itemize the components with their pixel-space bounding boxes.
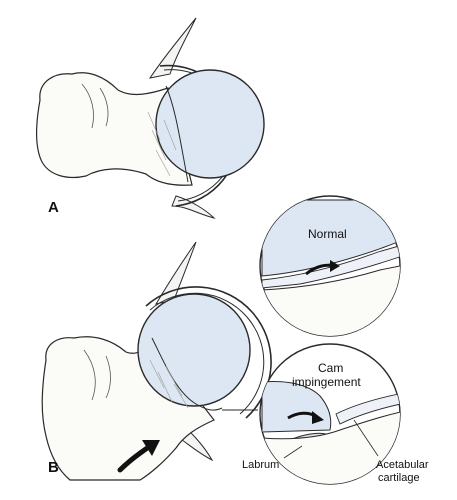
trochanter-crease-b [83,349,111,401]
flexion-arrowhead [142,440,160,456]
panel-a-label: A [48,199,59,216]
labrum-label: Labrum [242,459,279,471]
panel-a-illustration: A [35,17,265,219]
panel-b-label: B [48,459,59,476]
panel-b-illustration: B [41,241,272,481]
inset-cam-label-line1: Cam [318,361,343,375]
trochanter-crease-a [81,83,109,129]
neck-trabecular-texture-a [147,111,177,177]
inset-normal: Normal [259,195,401,337]
callouts: Labrum Acetabular cartilage [242,419,429,484]
head-neck-junction-a [165,85,189,183]
inset-cam-arrowhead [312,411,324,424]
inset-normal-arrowhead [330,260,340,272]
cam-lesion-b [151,337,223,411]
labrum-leader [283,445,303,459]
femoral-head-b [137,293,251,407]
inset-normal-label: Normal [308,227,347,241]
pelvis-lower-wisp-a [171,195,216,219]
acetabular-cartilage-leader [353,419,379,457]
acetabular-label-line2: cartilage [378,472,420,484]
femur-shaft-a [35,72,193,186]
pelvis-upper-wisp-a [148,17,197,79]
inset-cam-label-line2: impingement [292,375,361,389]
neck-trabecular-texture-b [149,359,189,409]
acetabulum-rim-inner-b [149,292,265,415]
acetabular-label-line1: Acetabular [376,459,429,471]
femoral-head-a [155,69,265,179]
